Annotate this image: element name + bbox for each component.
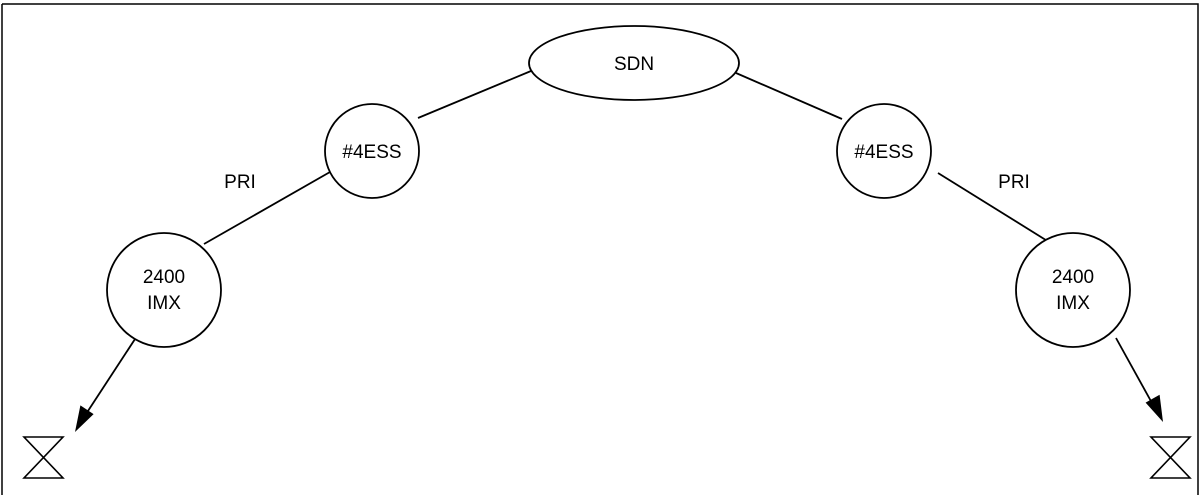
terminal-left-hourglass-icon xyxy=(22,436,65,479)
node-4ess-right-label: #4ESS xyxy=(854,142,913,163)
arrow-right-shaft xyxy=(1115,337,1153,404)
node-imx-left: 2400 IMX xyxy=(106,232,222,348)
node-imx-right: 2400 IMX xyxy=(1015,232,1131,348)
arrow-left-shaft xyxy=(85,335,138,415)
node-4ess-left-label: #4ESS xyxy=(342,142,401,163)
node-4ess-left: #4ESS xyxy=(324,103,420,199)
node-imx-left-label-line2: IMX xyxy=(147,293,181,314)
terminal-right-hourglass-icon xyxy=(1149,436,1192,479)
link-sdn-ess-right xyxy=(735,72,843,120)
node-4ess-right: #4ESS xyxy=(836,103,932,199)
node-imx-left-label-line1: 2400 xyxy=(143,267,185,288)
link-ess-left-imx-left xyxy=(203,171,331,245)
diagram-frame xyxy=(1,3,1199,495)
link-ess-right-imx-right xyxy=(937,172,1050,243)
link-label-pri-right: PRI xyxy=(998,172,1030,193)
node-imx-right-label-line1: 2400 xyxy=(1052,267,1094,288)
node-imx-right-label-line2: IMX xyxy=(1056,293,1090,314)
node-sdn-label: SDN xyxy=(614,54,654,75)
arrow-right-head xyxy=(1145,394,1163,422)
link-label-pri-left: PRI xyxy=(224,172,256,193)
node-sdn: SDN xyxy=(528,25,740,101)
link-sdn-ess-left xyxy=(417,70,532,119)
arrow-left-head xyxy=(75,405,94,432)
